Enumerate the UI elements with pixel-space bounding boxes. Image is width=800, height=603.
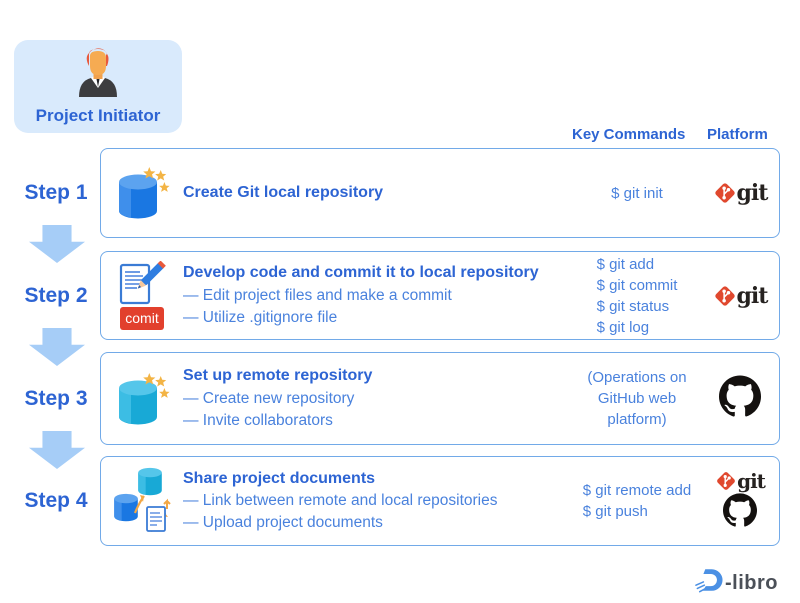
step-3-platform — [707, 375, 779, 422]
step-1-commands: $ git init — [567, 183, 707, 204]
git-logo-icon: git — [712, 180, 769, 206]
step-1-label: Step 1 — [24, 181, 88, 204]
step-3-bullet: — Create new repository — [183, 389, 355, 407]
commit-badge: comit — [120, 307, 164, 330]
down-arrow-icon — [29, 328, 85, 366]
command-line: $ git add — [596, 255, 655, 273]
dlibro-logo-text: -libro — [725, 571, 778, 594]
step-4-box: Share project documents — Link between r… — [100, 456, 780, 546]
key-commands-header: Key Commands — [572, 126, 686, 143]
step-4-bullet: — Link between remote and local reposito… — [183, 492, 498, 510]
step-2-title: Develop code and commit it to local repo… — [183, 264, 539, 282]
step-2-bullet: — Edit project files and make a commit — [183, 286, 452, 304]
share-documents-icon — [101, 465, 183, 537]
person-icon — [72, 47, 124, 103]
platform-header: Platform — [707, 126, 768, 143]
step-1-platform: git — [707, 181, 779, 205]
step-2-commands: $ git add $ git commit $ git status $ gi… — [567, 254, 707, 338]
step-2-bullet: — Utilize .gitignore file — [183, 308, 338, 326]
down-arrow-icon — [29, 225, 85, 263]
github-logo-icon — [719, 375, 761, 422]
command-line: (Operations on — [587, 369, 687, 386]
git-logo-text: git — [736, 282, 769, 309]
down-arrow-icon — [29, 431, 85, 469]
remote-repository-icon — [101, 372, 183, 425]
project-initiator-label: Project Initiator — [35, 105, 161, 125]
step-3-commands: (Operations on GitHub web platform) — [567, 367, 707, 430]
git-logo-icon: git — [715, 469, 766, 493]
github-logo-icon — [723, 493, 757, 532]
git-logo-text: git — [737, 469, 766, 493]
dlibro-logo: -libro — [695, 568, 778, 598]
command-line: $ git commit — [596, 276, 678, 294]
command-line: GitHub web — [597, 390, 677, 407]
step-2-platform: git — [707, 282, 779, 309]
step-3-box: Set up remote repository — Create new re… — [100, 352, 780, 445]
command-line: platform) — [607, 411, 667, 428]
command-line: $ git remote add — [582, 482, 692, 499]
step-2-box: comit Develop code and commit it to loca… — [100, 251, 780, 340]
project-initiator-badge: Project Initiator — [14, 40, 182, 133]
step-3-label: Step 3 — [24, 387, 88, 410]
command-line: $ git push — [582, 503, 648, 520]
local-repository-icon — [101, 167, 183, 219]
step-3-title: Set up remote repository — [183, 367, 373, 385]
command-line: $ git log — [596, 318, 650, 336]
step-2-label: Step 2 — [24, 284, 88, 307]
command-line: $ git status — [596, 297, 670, 315]
step-4-platform: git — [707, 470, 779, 532]
commit-document-icon: comit — [101, 261, 183, 330]
command-line: $ git init — [611, 184, 663, 202]
step-4-label: Step 4 — [24, 489, 88, 512]
step-4-commands: $ git remote add $ git push — [567, 480, 707, 522]
step-1-title: Create Git local repository — [183, 183, 384, 201]
step-4-title: Share project documents — [183, 469, 376, 487]
git-logo-icon: git — [712, 282, 769, 309]
step-1-box: Create Git local repository $ git init g… — [100, 148, 780, 238]
step-3-bullet: — Invite collaborators — [183, 411, 333, 429]
dlibro-icon — [695, 568, 723, 598]
step-4-bullet: — Upload project documents — [183, 514, 383, 532]
git-logo-text: git — [736, 180, 769, 206]
